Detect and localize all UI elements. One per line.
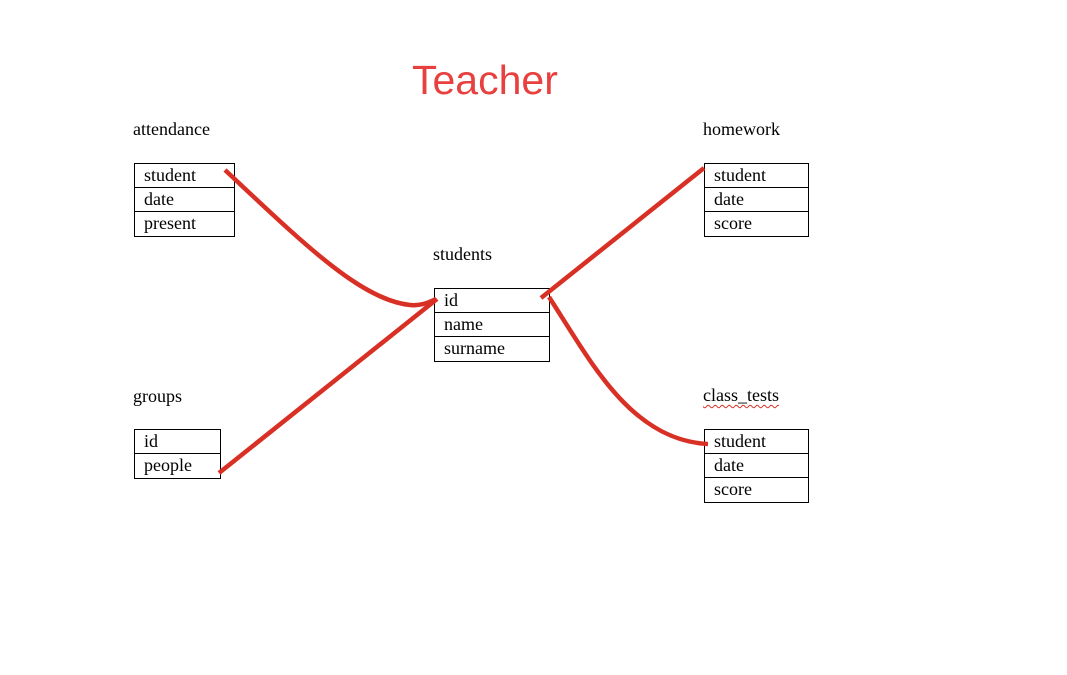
diagram-title: Teacher (412, 57, 558, 103)
attendance-field-date: date (135, 188, 234, 212)
relation-line-homework-students (539, 166, 706, 300)
attendance-field-present: present (144, 213, 196, 233)
class-tests-field-score: score (714, 479, 752, 499)
homework-field-student: student (705, 164, 808, 188)
students-field-name: name (435, 313, 549, 337)
homework-table-name: homework (703, 119, 780, 139)
class-tests-table: student date score (704, 429, 809, 503)
class-tests-table-name: class_tests (703, 385, 779, 405)
students-table: id name surname (434, 288, 550, 362)
homework-field-score: score (714, 213, 752, 233)
students-field-surname: surname (444, 338, 505, 358)
relation-line-groups-students (217, 297, 439, 475)
attendance-field-student: student (135, 164, 234, 188)
groups-table-name: groups (133, 386, 182, 406)
groups-table: id people (134, 429, 221, 479)
attendance-table: student date present (134, 163, 235, 237)
homework-table: student date score (704, 163, 809, 237)
class-tests-field-student: student (705, 430, 808, 454)
homework-field-date: date (705, 188, 808, 212)
groups-field-id: id (135, 430, 220, 454)
students-table-name: students (433, 244, 493, 264)
attendance-table-name: attendance (133, 119, 210, 139)
relation-line-attendance-students (223, 168, 438, 308)
class-tests-field-date: date (705, 454, 808, 478)
relation-line-class-tests-students (547, 295, 709, 447)
groups-field-people: people (144, 455, 192, 475)
students-field-id: id (435, 289, 549, 313)
